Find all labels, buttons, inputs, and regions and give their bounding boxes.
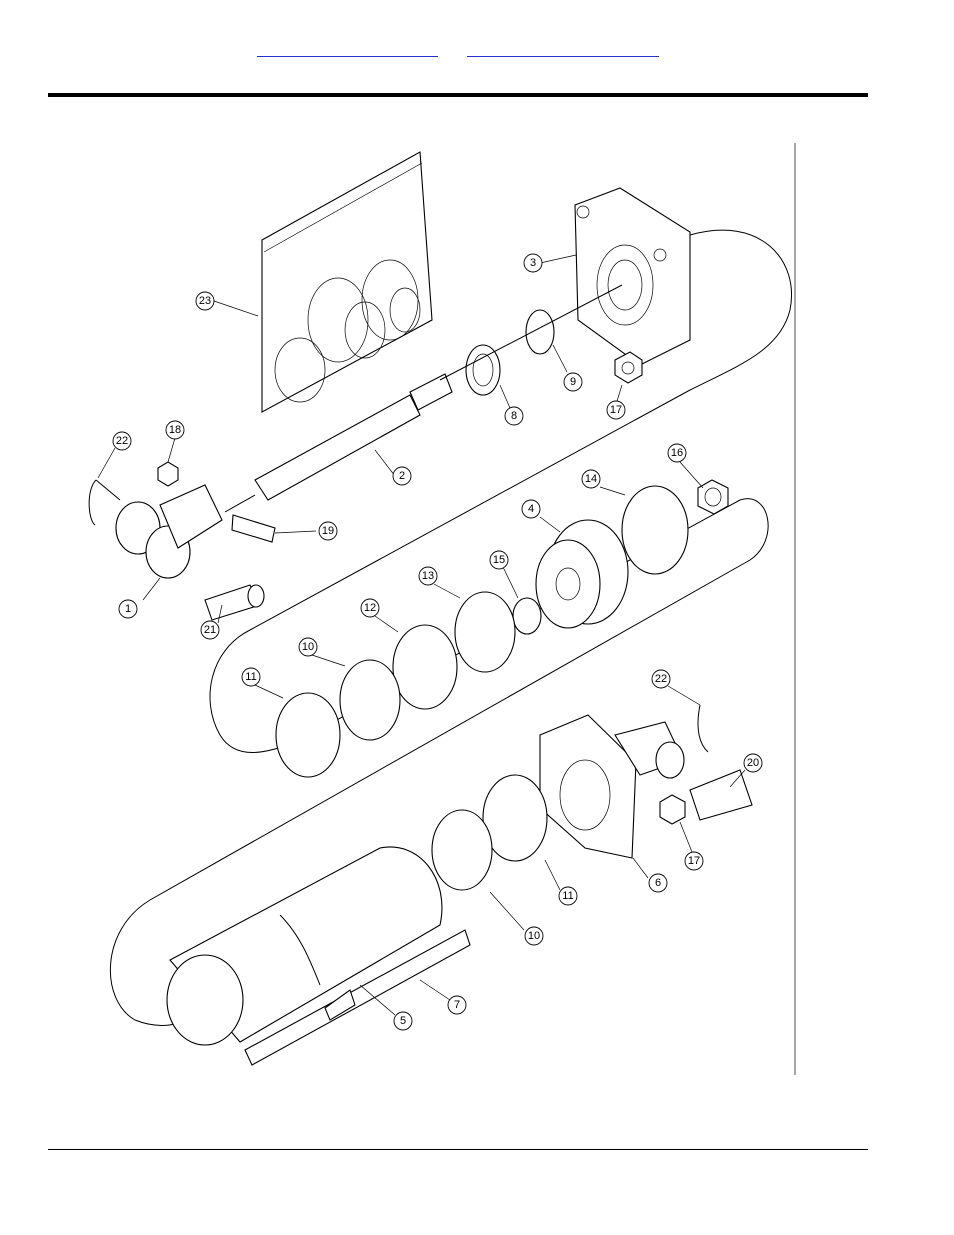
svg-text:14: 14 xyxy=(585,473,597,485)
callout-11-upper: 11 xyxy=(241,667,261,687)
seal-12 xyxy=(392,624,458,710)
callout-4: 4 xyxy=(521,499,541,519)
svg-text:5: 5 xyxy=(400,1015,406,1027)
svg-text:3: 3 xyxy=(530,257,536,269)
seal-11-lower xyxy=(482,774,548,862)
callout-16: 16 xyxy=(667,443,687,463)
callout-6: 6 xyxy=(648,873,668,893)
svg-text:22: 22 xyxy=(116,435,128,447)
svg-text:11: 11 xyxy=(245,671,256,683)
rod-clevis xyxy=(88,461,276,621)
svg-text:8: 8 xyxy=(511,410,517,422)
callout-14: 14 xyxy=(581,469,601,489)
svg-text:10: 10 xyxy=(528,930,540,942)
svg-text:1: 1 xyxy=(125,603,131,615)
piston xyxy=(512,479,729,635)
callout-11-lower: 11 xyxy=(558,886,578,906)
svg-text:11: 11 xyxy=(562,890,573,902)
callout-19: 19 xyxy=(318,521,338,541)
callout-5: 5 xyxy=(393,1011,413,1031)
callout-10-lower: 10 xyxy=(524,926,544,946)
header-link-1[interactable] xyxy=(257,44,438,57)
callout-23: 23 xyxy=(195,291,215,311)
svg-text:17: 17 xyxy=(610,404,622,416)
seal-10-upper xyxy=(339,659,401,741)
callout-2: 2 xyxy=(392,466,412,486)
svg-text:21: 21 xyxy=(204,624,216,636)
callout-8: 8 xyxy=(504,406,524,426)
seal-10-lower xyxy=(431,809,493,891)
callout-15: 15 xyxy=(489,550,509,570)
svg-text:13: 13 xyxy=(422,570,434,582)
svg-text:17: 17 xyxy=(688,855,700,867)
header-rule xyxy=(48,93,868,97)
svg-text:22: 22 xyxy=(655,673,667,685)
callout-22-upper: 22 xyxy=(112,431,132,451)
svg-text:12: 12 xyxy=(364,602,376,614)
leader-lines xyxy=(97,254,746,1016)
callout-13: 13 xyxy=(418,566,438,586)
callout-22-lower: 22 xyxy=(651,669,671,689)
callout-21: 21 xyxy=(200,620,220,640)
svg-text:2: 2 xyxy=(399,470,405,482)
piston-rod xyxy=(224,284,623,513)
svg-text:4: 4 xyxy=(528,503,534,515)
cylinder-barrel xyxy=(166,846,471,1066)
callout-10-upper: 10 xyxy=(298,637,318,657)
footer-rule xyxy=(48,1149,868,1150)
svg-text:9: 9 xyxy=(570,376,576,388)
svg-text:10: 10 xyxy=(302,641,314,653)
header-link-2[interactable] xyxy=(467,44,659,57)
seal-kit-bag xyxy=(261,151,433,413)
base-end-cap xyxy=(539,704,753,859)
rod-end-cap xyxy=(574,187,691,366)
callout-18: 18 xyxy=(165,420,185,440)
callout-9: 9 xyxy=(563,372,583,392)
callout-7: 7 xyxy=(447,995,467,1015)
seal-9 xyxy=(525,309,555,355)
seal-13 xyxy=(454,591,516,673)
callout-20: 20 xyxy=(743,753,763,773)
assembly-envelope xyxy=(109,229,792,1026)
svg-text:18: 18 xyxy=(169,424,181,436)
seal-8 xyxy=(465,344,501,396)
callout-12: 12 xyxy=(360,598,380,618)
seal-11-upper xyxy=(275,692,341,778)
callout-17-upper: 17 xyxy=(606,400,626,420)
svg-text:16: 16 xyxy=(671,447,683,459)
svg-text:23: 23 xyxy=(199,295,211,307)
svg-text:20: 20 xyxy=(747,757,759,769)
callout-17-lower: 17 xyxy=(684,851,704,871)
nut-17-upper xyxy=(614,351,643,384)
svg-text:15: 15 xyxy=(493,554,505,566)
callout-3: 3 xyxy=(523,253,543,273)
svg-text:7: 7 xyxy=(454,999,460,1011)
svg-text:6: 6 xyxy=(655,877,661,889)
svg-text:19: 19 xyxy=(322,525,334,537)
callout-1: 1 xyxy=(118,599,138,619)
